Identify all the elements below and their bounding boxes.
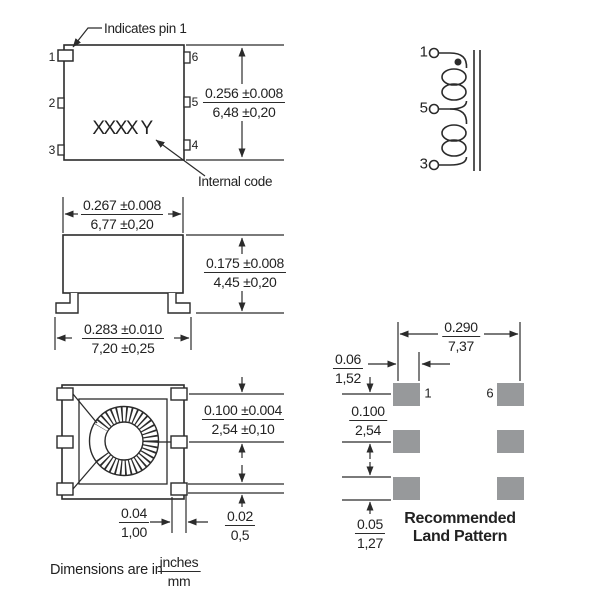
schematic-pin-5: 5 xyxy=(419,99,428,117)
dim-lead-thickness-mm: 0,5 xyxy=(230,527,250,543)
bottom-view-pads xyxy=(56,387,188,496)
lp-pitch-in: 0.100 xyxy=(349,403,387,421)
lp-overall-in: 0.290 xyxy=(442,319,480,337)
lp-title: Recommended Land Pattern xyxy=(404,510,516,546)
schematic-terminal-1 xyxy=(428,47,440,59)
schematic xyxy=(428,47,481,171)
dim-top-height-mm: 6,48 ±0,20 xyxy=(212,104,276,120)
dim-top-height: 0.256 ±0.008 6,48 ±0,20 xyxy=(202,85,286,120)
dim-side-span-in: 0.283 ±0.010 xyxy=(81,321,165,339)
pin-label-6: 6 xyxy=(191,50,199,64)
dim-lead-thickness-in: 0.02 xyxy=(224,508,256,526)
pin1-marker xyxy=(57,49,74,62)
top-view-body xyxy=(63,44,185,161)
pin1-leader-line xyxy=(72,27,102,48)
dim-lead-width-mm: 1,00 xyxy=(120,524,148,540)
lp-pad-height-mm: 1,27 xyxy=(356,535,384,551)
lp-pad-height-dim: 0.05 1,27 xyxy=(354,516,386,551)
dim-bottom-pitch-in: 0.100 ±0.004 xyxy=(201,402,285,420)
dim-bottom-pitch-mm: 2,54 ±0,10 xyxy=(211,421,275,437)
pin3-stub xyxy=(57,144,65,156)
lp-title-line1: Recommended xyxy=(404,510,516,527)
pin5-stub xyxy=(183,96,191,108)
land-pattern-pads xyxy=(393,383,524,500)
pin6-stub xyxy=(183,51,191,64)
pin1-note: Indicates pin 1 xyxy=(104,21,187,36)
dim-side-width: 0.267 ±0.008 6,77 ±0,20 xyxy=(80,197,164,232)
pin-label-1: 1 xyxy=(48,50,56,64)
side-view-body xyxy=(62,234,184,294)
side-view-height-dim xyxy=(186,234,284,314)
schematic-core xyxy=(473,50,481,171)
land-pattern-pitch-dims xyxy=(342,377,391,514)
polarity-dot xyxy=(454,58,462,66)
footer-units-denominator: mm xyxy=(167,573,191,589)
dim-side-span-mm: 7,20 ±0,25 xyxy=(91,340,155,356)
lp-pitch-mm: 2,54 xyxy=(354,422,382,438)
land-pattern-pad-width-dim xyxy=(368,352,450,381)
part-marking: XXXX Y xyxy=(92,118,153,139)
dim-lead-width: 0.04 1,00 xyxy=(118,505,150,540)
dim-side-width-mm: 6,77 ±0,20 xyxy=(90,216,154,232)
internal-code-leader-line xyxy=(155,139,206,177)
pin-label-4: 4 xyxy=(191,138,199,152)
lp-pad-label-6: 6 xyxy=(486,385,494,401)
dim-lead-width-in: 0.04 xyxy=(118,505,150,523)
schematic-pin-1: 1 xyxy=(419,43,428,61)
lp-title-line2: Land Pattern xyxy=(412,528,508,545)
schematic-terminal-5 xyxy=(428,103,440,115)
lp-pad-width-mm: 1,52 xyxy=(334,370,362,386)
dim-top-height-in: 0.256 ±0.008 xyxy=(202,85,286,103)
land-pattern xyxy=(342,322,524,514)
pin2-stub xyxy=(57,97,65,109)
lp-pitch-dim: 0.100 2,54 xyxy=(349,404,387,437)
dim-bottom-pitch: 0.100 ±0.004 2,54 ±0,10 xyxy=(201,402,285,437)
toroid-wire-top xyxy=(72,393,98,424)
toroid-coil xyxy=(72,393,171,490)
top-view-height-dim xyxy=(186,44,284,161)
side-view xyxy=(54,197,284,350)
top-view xyxy=(57,27,284,177)
winding-1-5 xyxy=(438,52,468,110)
footer-units-numerator: inches xyxy=(157,554,201,572)
dim-lead-thickness: 0.02 0,5 xyxy=(224,508,256,543)
internal-code-note: Internal code xyxy=(198,174,273,189)
side-view-right-lead xyxy=(167,293,191,314)
toroid-wire-bottom xyxy=(72,459,99,490)
pin-label-2: 2 xyxy=(48,96,56,110)
pin-label-5: 5 xyxy=(191,95,199,109)
land-pattern-overall-dim xyxy=(397,322,521,381)
footer-units-prefix: Dimensions are in xyxy=(50,562,163,578)
bottom-view xyxy=(56,377,284,533)
dim-side-height-mm: 4,45 ±0,20 xyxy=(213,274,277,290)
lp-pad-width-in: 0.06 xyxy=(332,351,364,369)
dim-side-height: 0.175 ±0.008 4,45 ±0,20 xyxy=(203,255,287,290)
pin-label-3: 3 xyxy=(48,143,56,157)
winding-5-3 xyxy=(438,108,468,166)
bottom-view-pitch-dim xyxy=(188,377,284,507)
side-view-left-lead xyxy=(55,293,79,314)
dim-side-height-in: 0.175 ±0.008 xyxy=(203,255,287,273)
dim-side-width-in: 0.267 ±0.008 xyxy=(80,197,164,215)
lp-overall-dim: 0.290 7,37 xyxy=(442,320,480,353)
lp-pad-height-in: 0.05 xyxy=(354,516,386,534)
footer-units-fraction: inches mm xyxy=(157,554,201,589)
lp-pad-label-1: 1 xyxy=(424,385,432,401)
pin4-stub xyxy=(183,139,191,151)
lp-overall-mm: 7,37 xyxy=(447,338,475,354)
dim-side-span: 0.283 ±0.010 7,20 ±0,25 xyxy=(81,321,165,356)
side-view-span-dim xyxy=(54,317,192,350)
bottom-view-lead-dims xyxy=(150,495,208,533)
schematic-pin-3: 3 xyxy=(419,155,428,173)
schematic-terminal-3 xyxy=(428,159,440,171)
side-view-width-dim xyxy=(62,197,184,233)
lp-pad-width-dim: 0.06 1,52 xyxy=(332,351,364,386)
